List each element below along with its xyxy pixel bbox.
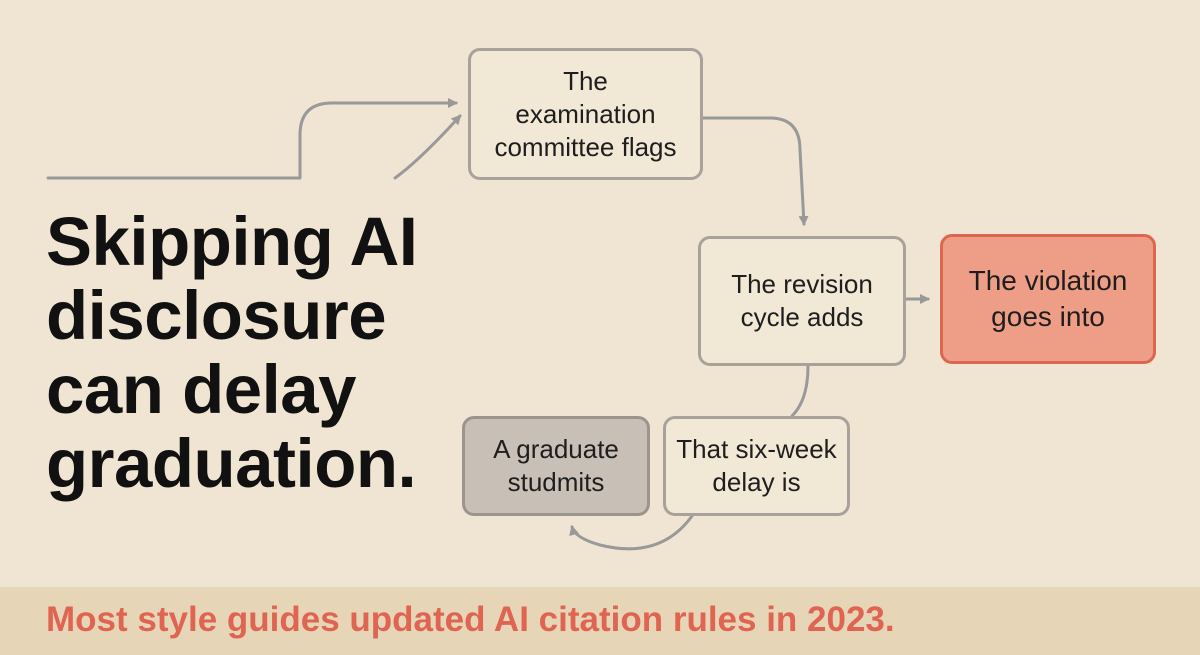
headline: Skipping AI disclosure can delay graduat… [46, 203, 418, 502]
arrow-delay-to-graduate [569, 514, 694, 551]
revision-cycle-box: The revision cycle adds [698, 236, 906, 366]
revision-cycle-label: The revision cycle adds [731, 269, 873, 332]
arrow-intro-to-committee [393, 114, 462, 180]
arrow-revision-to-delay [790, 364, 810, 418]
footer-note: Most style guides updated AI citation ru… [46, 600, 895, 639]
footer-band [0, 587, 1200, 655]
six-week-delay-box: That six-week delay is [663, 416, 850, 516]
violation-label: The violation goes into [968, 265, 1128, 332]
violation-box: The violation goes into [940, 234, 1156, 364]
graduate-submits-label: A graduate studmits [493, 434, 619, 497]
intro-line [46, 98, 458, 180]
committee-flags-box: The examination committee flags [468, 48, 703, 180]
graduate-submits-box: A graduate studmits [462, 416, 650, 516]
arrow-committee-to-revision [701, 116, 809, 226]
committee-flags-label: The examination committee flags [494, 65, 677, 162]
six-week-delay-label: That six-week delay is [676, 434, 837, 497]
